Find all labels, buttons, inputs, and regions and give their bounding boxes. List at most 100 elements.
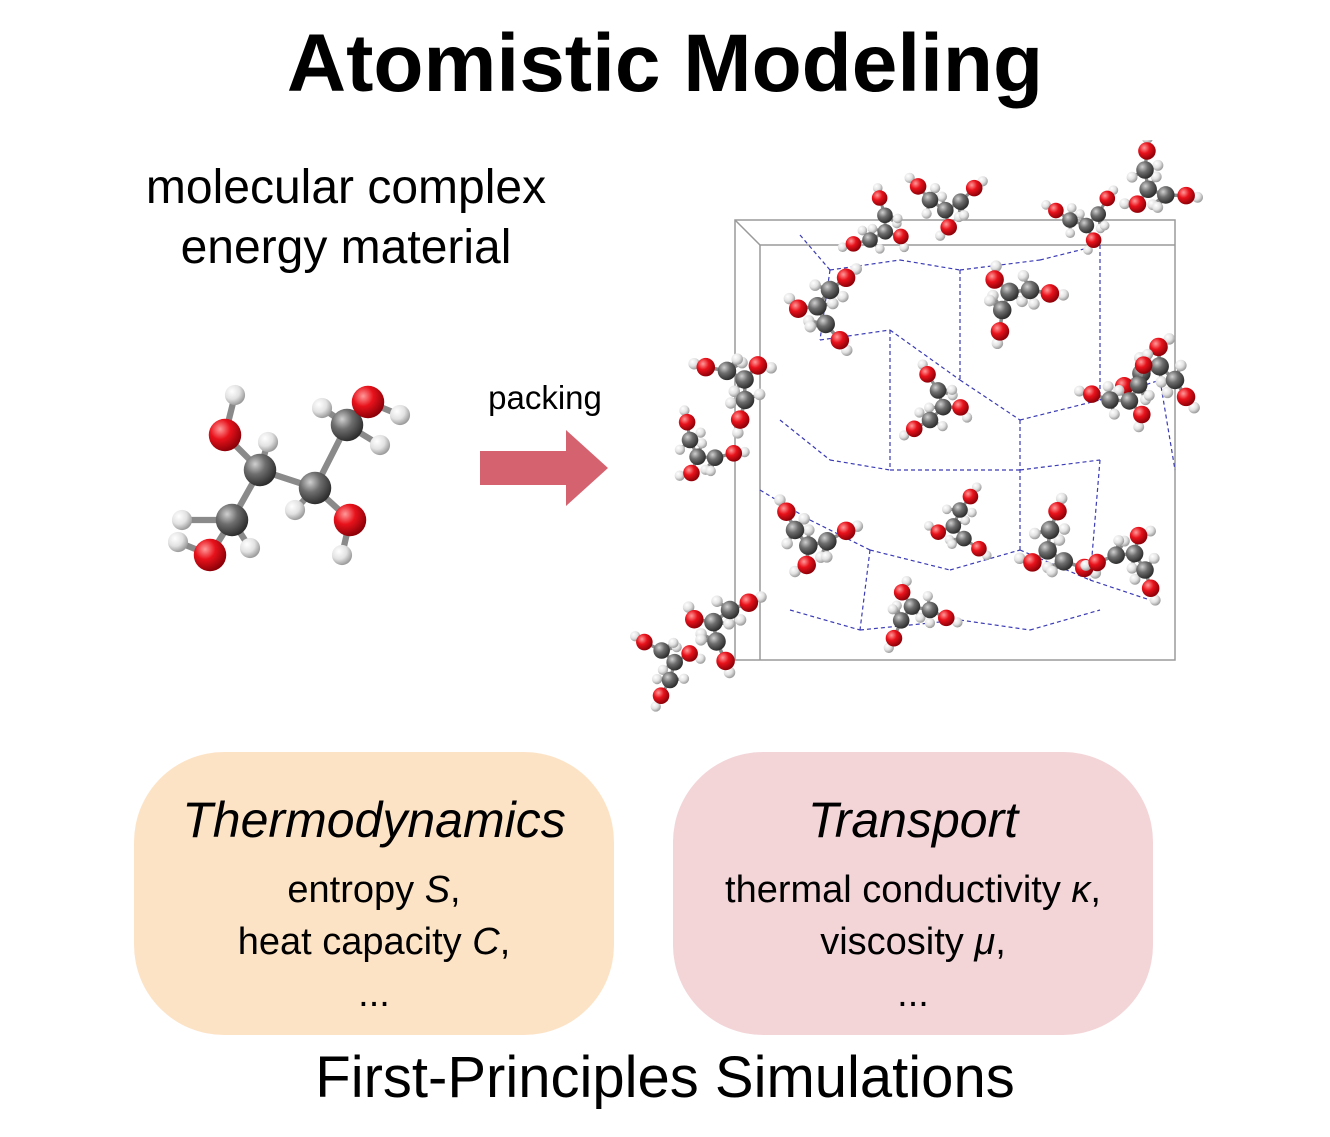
carbon-atom: [1020, 280, 1040, 300]
hydrogen-bond: [819, 329, 891, 341]
oxygen-atom: [893, 583, 911, 601]
molecule-group: [774, 494, 864, 578]
hydrogen-bond: [1089, 579, 1151, 601]
hydrogen-atom: [803, 524, 815, 536]
oxygen-atom: [1023, 553, 1042, 572]
hydrogen-atom: [947, 539, 957, 549]
molecule-group: [688, 353, 777, 439]
hydrogen-atom: [755, 591, 767, 603]
single-molecule: [167, 384, 411, 572]
carbon-atom: [934, 398, 952, 416]
hydrogen-atom: [1155, 376, 1168, 388]
transport-properties: thermal conductivity κ, viscosity μ, ...: [673, 864, 1153, 1020]
oxygen-atom: [696, 357, 716, 377]
carbon-atom: [1090, 206, 1107, 222]
hydrogen-atom: [924, 617, 936, 629]
carbon-atom: [661, 671, 679, 689]
hydrogen-bond: [1029, 609, 1101, 631]
oxygen-atom: [208, 418, 242, 452]
molecule-group: [783, 263, 862, 356]
carbon-atom: [735, 370, 754, 389]
oxygen-atom: [965, 179, 983, 197]
carbon-atom: [937, 201, 954, 219]
molecule-group: [924, 482, 992, 561]
hydrogen-atom: [1188, 401, 1200, 414]
oxygen-atom: [1099, 190, 1116, 207]
subtitle: molecular complex energy material: [96, 158, 596, 278]
carbon-atom: [1000, 282, 1019, 302]
hydrogen-atom: [1150, 171, 1162, 183]
hydrogen-atom: [1126, 171, 1138, 183]
carbon-atom: [330, 408, 364, 442]
carbon-atom: [862, 232, 878, 248]
hydrogen-atom: [257, 431, 279, 453]
hydrogen-atom: [946, 384, 958, 396]
hydrogen-atom: [1083, 245, 1093, 255]
carbon-atom: [1062, 212, 1078, 228]
molecule-group: [899, 359, 973, 441]
hydrogen-bond: [859, 549, 871, 631]
hydrogen-atom: [1133, 421, 1145, 433]
hydrogen-atom: [781, 537, 793, 550]
hydrogen-atom: [1057, 289, 1070, 301]
hydrogen-atom: [1108, 408, 1120, 420]
hydrogen-bond: [859, 619, 961, 631]
oxygen-atom: [1083, 385, 1101, 403]
oxygen-atom: [681, 645, 698, 662]
packing-arrow: [480, 430, 608, 506]
molecule-group: [1041, 185, 1119, 255]
hydrogen-atom: [921, 208, 932, 219]
molecule-group: [904, 172, 988, 241]
hydrogen-atom: [1152, 159, 1164, 171]
hydrogen-bond: [959, 619, 1031, 631]
oxygen-atom: [937, 609, 955, 627]
oxygen-atom: [985, 270, 1004, 289]
hydrogen-atom: [311, 397, 333, 419]
carbon-atom: [992, 300, 1012, 320]
hydrogen-bond: [829, 459, 891, 471]
oxygen-atom: [1134, 356, 1153, 374]
carbon-atom: [215, 503, 249, 537]
oxygen-atom: [909, 178, 927, 195]
oxygen-atom: [1048, 202, 1064, 219]
carbon-atom: [735, 390, 755, 410]
hydrogen-atom: [899, 430, 910, 441]
unit-cell-back: [734, 219, 1176, 661]
oxygen-atom: [1176, 387, 1196, 407]
hydrogen-atom: [924, 520, 934, 531]
carbon-atom: [1101, 391, 1119, 409]
hydrogen-atom: [1149, 594, 1161, 606]
molecule-group: [167, 384, 411, 572]
oxygen-atom: [1141, 579, 1160, 598]
oxygen-atom: [730, 410, 750, 429]
carbon-atom: [1125, 544, 1144, 563]
hydrogen-atom: [1041, 200, 1051, 210]
thermodynamics-box: Thermodynamics entropy S, heat capacity …: [134, 752, 614, 1035]
hydrogen-atom: [696, 438, 708, 449]
hydrogen-atom: [821, 551, 833, 563]
carbon-atom: [720, 600, 740, 620]
carbon-atom: [952, 193, 969, 210]
hydrogen-atom: [171, 509, 193, 531]
hydrogen-atom: [284, 499, 306, 521]
hydrogen-bond: [789, 609, 861, 631]
oxygen-atom: [788, 299, 808, 318]
hydrogen-atom: [929, 182, 941, 194]
hydrogen-bond: [1019, 459, 1101, 471]
hydrogen-atom: [753, 388, 766, 401]
page-title: Atomistic Modeling: [286, 18, 1044, 109]
carbon-atom: [785, 520, 805, 540]
hydrogen-atom: [711, 595, 723, 607]
oxygen-atom: [797, 555, 816, 575]
molecule-group: [682, 591, 767, 679]
hydrogen-atom: [990, 260, 1002, 272]
oxygen-atom: [905, 420, 923, 438]
oxygen-atom: [1088, 553, 1106, 572]
carbon-atom: [816, 314, 835, 334]
oxygen-atom: [1048, 501, 1067, 521]
oxygen-atom: [990, 322, 1010, 341]
molecule-group: [983, 260, 1070, 350]
oxygen-atom: [1138, 142, 1156, 160]
hydrogen-atom: [1058, 523, 1071, 535]
oxygen-atom: [930, 524, 947, 540]
